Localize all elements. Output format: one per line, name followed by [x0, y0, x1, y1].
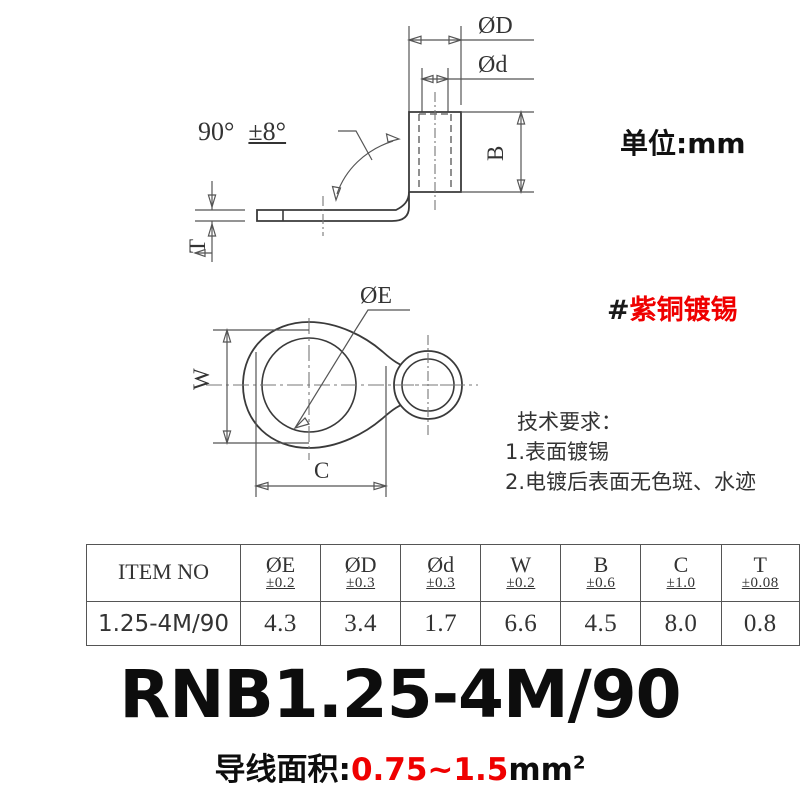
column-tolerance: ±0.3 — [346, 574, 376, 591]
tongue-profile — [256, 191, 410, 222]
dim-label-hole-diameter: ØE — [360, 283, 392, 309]
cell-E: 4.3 — [239, 601, 322, 646]
cell-T: 0.8 — [720, 601, 800, 646]
table-header-E: ØE ±0.2 — [239, 544, 322, 602]
dim-label-width: W — [189, 368, 214, 390]
wire-area-label: 导线面积: — [214, 752, 351, 788]
table-header-row: ITEM NO ØE ±0.2 ØD ±0.3 Ød ±0.3 W ±0.2 B… — [86, 544, 800, 602]
side-view-group: ØD Ød — [193, 13, 534, 262]
technical-requirement-item: 1.表面镀锡 — [505, 439, 610, 464]
wire-area-range: 0.75~1.5 — [350, 752, 509, 788]
column-tolerance: ±1.0 — [666, 574, 696, 591]
cell-C: 8.0 — [640, 601, 722, 646]
table-header-C: C ±1.0 — [640, 544, 722, 602]
cell-W: 6.6 — [480, 601, 562, 646]
dim-label-length: C — [314, 458, 329, 483]
column-symbol: C — [673, 551, 689, 577]
column-tolerance: ±0.3 — [426, 574, 456, 591]
material-note: #紫铜镀锡 — [607, 288, 738, 327]
technical-requirements: 技术要求： 1.表面镀锡 2.电镀后表面无色斑、水迹 — [505, 408, 756, 497]
cell-D: 3.4 — [320, 601, 402, 646]
technical-requirement-item: 2.电镀后表面无色斑、水迹 — [505, 469, 757, 494]
column-symbol: ØE — [265, 551, 296, 577]
column-symbol: Ød — [427, 551, 455, 577]
table-header-D: ØD ±0.3 — [320, 544, 402, 602]
specification-table: ITEM NO ØE ±0.2 ØD ±0.3 Ød ±0.3 W ±0.2 B… — [86, 544, 800, 646]
column-symbol: ITEM NO — [117, 559, 210, 585]
cell-item-no: 1.25-4M/90 — [86, 601, 241, 646]
dim-label-barrel-length: B — [483, 146, 508, 161]
technical-requirements-heading: 技术要求： — [517, 410, 622, 434]
column-tolerance: ±0.2 — [506, 574, 536, 591]
wire-area-subtitle: 导线面积:0.75~1.5mm2 — [0, 744, 800, 789]
column-tolerance: ±0.08 — [741, 574, 779, 591]
table-header-T: T ±0.08 — [720, 544, 800, 602]
bend-angle-tolerance: ±8° — [248, 117, 287, 146]
column-symbol: W — [510, 551, 532, 577]
bend-angle-annotation: 90° ±8° — [198, 117, 286, 147]
dim-label-thickness: T — [185, 239, 210, 253]
table-header-d: Ød ±0.3 — [400, 544, 482, 602]
page-title: RNB1.25-4M/90 — [119, 656, 681, 733]
column-tolerance: ±0.6 — [586, 574, 616, 591]
table-row: 1.25-4M/90 4.3 3.4 1.7 6.6 4.5 8.0 0.8 — [86, 601, 800, 646]
plan-view-group: ØE — [206, 283, 478, 497]
table-header-B: B ±0.6 — [560, 544, 642, 602]
material-name: 紫铜镀锡 — [629, 295, 738, 326]
dim-label-outer-diameter: ØD — [478, 13, 513, 39]
wire-area-unit-exponent: 2 — [572, 752, 586, 774]
dim-label-inner-diameter: Ød — [478, 52, 507, 78]
column-symbol: T — [753, 551, 767, 577]
table-header-item-no: ITEM NO — [86, 544, 241, 602]
bend-angle-arc — [336, 140, 394, 195]
unit-note: 单位:mm — [620, 127, 746, 160]
column-symbol: ØD — [344, 551, 377, 577]
cell-d: 1.7 — [400, 601, 482, 646]
bend-angle-value: 90° — [198, 117, 235, 146]
cell-B: 4.5 — [560, 601, 642, 646]
column-tolerance: ±0.2 — [266, 574, 296, 591]
column-symbol: B — [593, 551, 609, 577]
table-header-W: W ±0.2 — [480, 544, 562, 602]
wire-area-unit: mm — [508, 752, 573, 788]
material-hash-symbol: # — [607, 295, 630, 326]
